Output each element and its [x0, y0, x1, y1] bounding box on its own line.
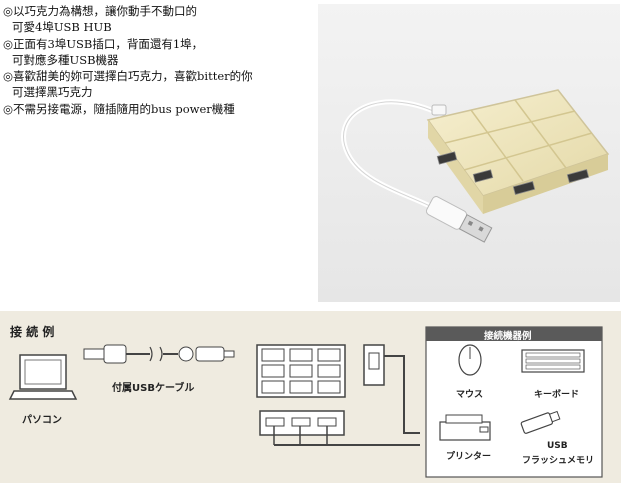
feature-item-4: ◎不需另接電源，隨插隨用的bus power機種 — [3, 101, 303, 117]
mouse-label: マウス — [456, 390, 484, 400]
mouse-icon — [458, 344, 482, 376]
feature-item-3: ◎喜歡甜美的妳可選擇白巧克力，喜歡bitter的你 可選擇黑巧克力 — [3, 68, 303, 101]
feature-list: ◎以巧克力為構想，讓你動手不動口的 可愛4埠USB HUB ◎正面有3埠USB插… — [3, 3, 303, 117]
laptop-icon — [8, 354, 78, 400]
cable-label: 付属USBケーブル — [112, 383, 195, 394]
diagram-title: 接 続 例 — [10, 325, 55, 339]
feature-item-1: ◎以巧克力為構想，讓你動手不動口的 可愛4埠USB HUB — [3, 3, 303, 36]
keyboard-label: キーボード — [534, 390, 580, 400]
hub-ports-icon — [259, 410, 420, 446]
feature-1-line-1: ◎以巧克力為構想，讓你動手不動口的 — [3, 4, 198, 18]
usb-hub-illustration — [318, 4, 620, 302]
devices-header: 接続機器例 — [484, 331, 532, 342]
feature-4-line-1: ◎不需另接電源，隨插隨用的bus power機種 — [3, 101, 235, 116]
feature-2-line-2: 可對應多種USB機器 — [12, 52, 119, 67]
pc-label: パソコン — [22, 415, 62, 426]
usb-memory-label-1: USB — [547, 441, 568, 451]
keyboard-icon — [521, 349, 585, 373]
printer-icon — [439, 414, 491, 441]
product-photo — [318, 4, 620, 302]
feature-item-2: ◎正面有3埠USB插口，背面還有1埠， 可對應多種USB機器 — [3, 36, 303, 69]
usb-memory-icon — [520, 410, 561, 434]
diagram-graphics — [8, 326, 603, 478]
feature-3-line-2: 可選擇黑巧克力 — [12, 85, 93, 100]
hub-front-icon — [256, 344, 346, 398]
feature-3-line-1: ◎喜歡甜美的妳可選擇白巧克力，喜歡bitter的你 — [3, 69, 253, 84]
devices-header-bar — [426, 327, 602, 341]
usb-memory-label-2: フラッシュメモリ — [522, 456, 595, 466]
chocolate-hub — [426, 89, 610, 214]
connection-diagram: 接 続 例 — [0, 311, 621, 483]
printer-label: プリンター — [446, 452, 492, 462]
hub-side-port-icon — [363, 344, 385, 386]
feature-1-line-2: 可愛4埠USB HUB — [12, 20, 112, 35]
usb-cable-icon — [83, 344, 235, 364]
feature-2-line-1: ◎正面有3埠USB插口，背面還有1埠， — [3, 36, 204, 51]
